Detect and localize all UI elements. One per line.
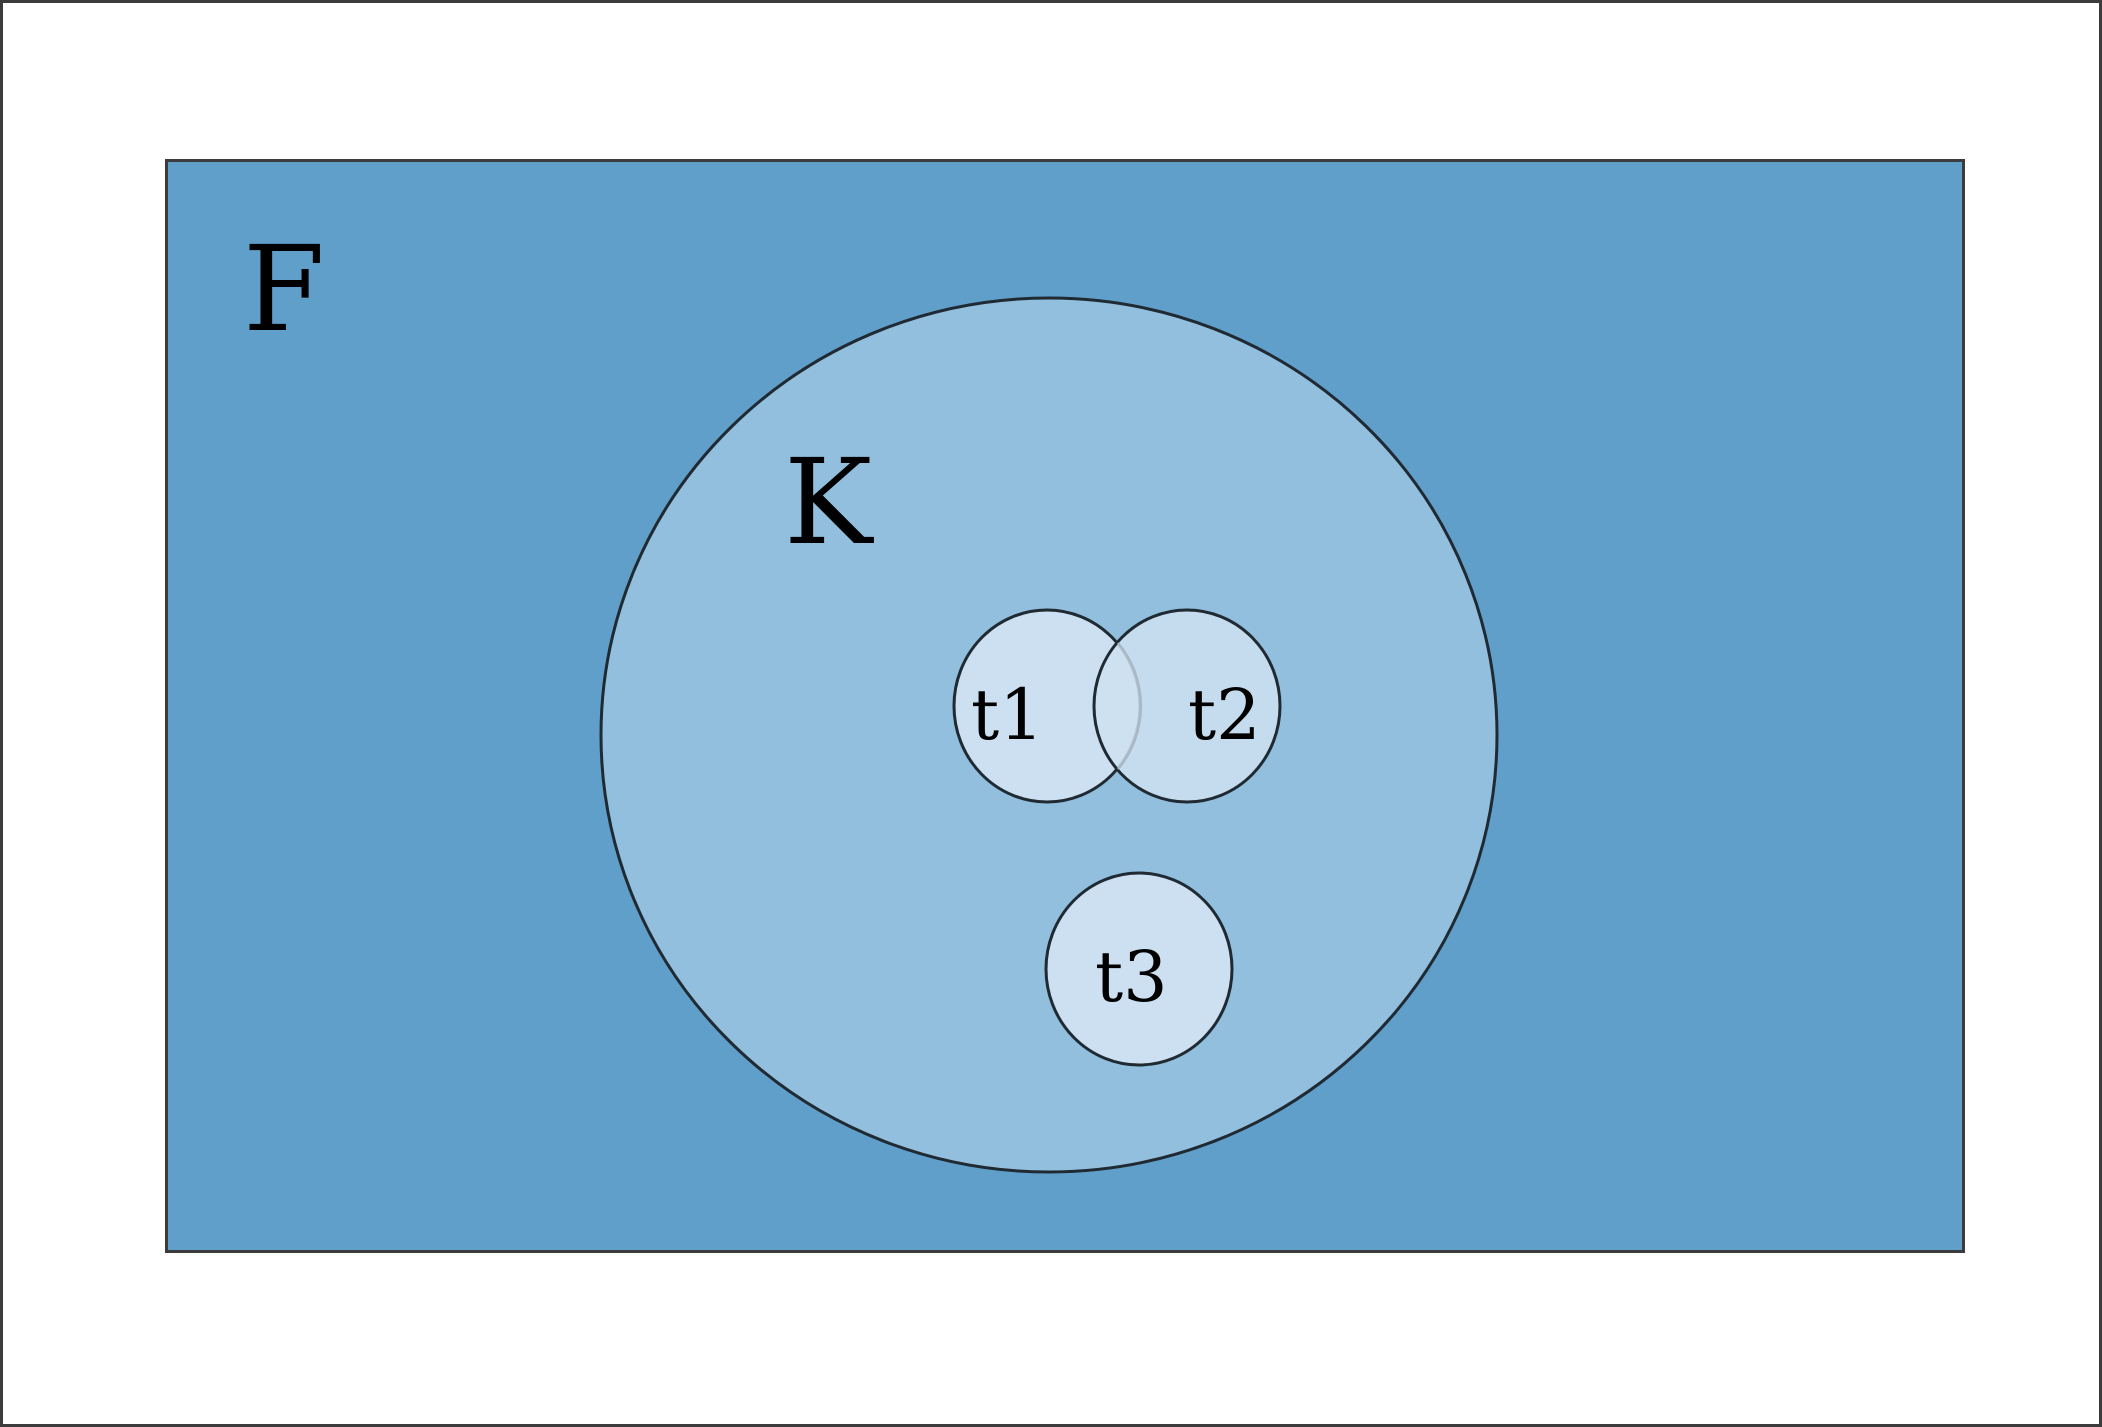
set-t3-circle [1044,871,1234,1067]
set-K-label: K [784,433,874,571]
set-t3-label: t3 [1095,936,1168,1018]
set-t1-label: t1 [971,674,1044,756]
set-t2-circle [1092,608,1282,804]
t1-overlap-edge [1117,642,1142,770]
set-F-label: F [243,220,325,358]
set-t2-label: t2 [1188,674,1261,756]
